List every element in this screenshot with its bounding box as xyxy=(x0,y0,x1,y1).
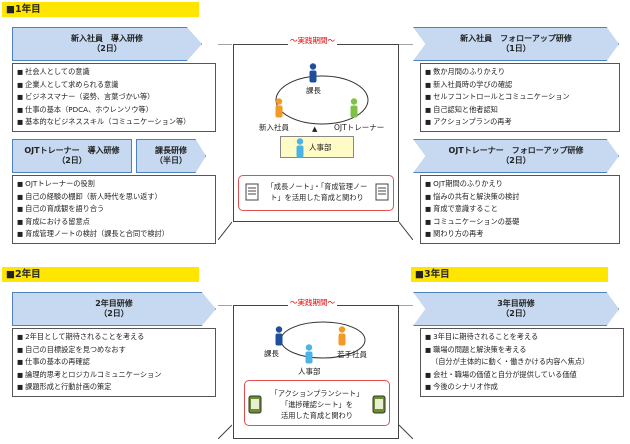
year1-followup-new-days: （1日） xyxy=(501,44,531,53)
year1-ojt-intro-days: （2日） xyxy=(57,156,87,165)
year2-right-bracket xyxy=(398,304,414,440)
year1-ojt-label: OJTトレーナー xyxy=(334,123,385,132)
year1-induction-title: 新入社員 導入研修 xyxy=(71,34,143,43)
list-item: 育成管理ノートの検討（課長と合同で検討） xyxy=(17,228,211,241)
list-item: 2年目として期待されることを考える xyxy=(17,331,211,344)
year2-training-list: 2年目として期待されることを考える 自己の目標設定を見つめなおす 仕事の基本の再… xyxy=(12,328,216,397)
year2-cycle-ring xyxy=(280,321,366,359)
year2-note-line1: 「アクションプランシート」 xyxy=(270,389,364,398)
list-item: 自己の育成観を語り合う xyxy=(17,203,211,216)
year1-induction-days: （2日） xyxy=(92,44,122,53)
year1-induction-list: 社会人としての意識 企業人として求められる意識 ビジネスマナー（姿勢、言葉づかい… xyxy=(12,63,216,132)
year2-label: ■2年目 xyxy=(2,267,199,282)
year3-training-title: 3年目研修 xyxy=(497,299,535,308)
year1-manager-title: 課長研修 xyxy=(155,146,187,155)
list-item: 新入社員時の学びの確認 xyxy=(425,79,615,92)
list-item: OJT期間のふりかえり xyxy=(425,178,615,191)
year1-manager-label: 課長 xyxy=(306,86,321,95)
list-item: 自己の経験の棚卸（新人時代を思い返す） xyxy=(17,191,211,204)
list-item: 関わり方の再考 xyxy=(425,228,615,241)
year1-manager-days: （半日） xyxy=(155,156,187,165)
year2-training-header: 2年目研修 （2日） xyxy=(12,292,216,326)
triangle-up-icon: ▲ xyxy=(312,125,318,133)
year3-label: ■3年目 xyxy=(411,267,608,282)
year1-cycle-ring xyxy=(275,75,369,125)
notebook-icon xyxy=(245,183,259,201)
year1-followup-new-header: 新入社員 フォローアップ研修 （1日） xyxy=(413,27,619,61)
year2-note-line2: 「進捗確認シート」を xyxy=(281,400,353,409)
list-item: 社会人としての意識 xyxy=(17,66,211,79)
year1-note-text: 「成長ノート」・「育成管理ノート」を活用した育成と関わり xyxy=(266,182,368,202)
year1-right-bracket xyxy=(398,43,414,241)
hr-person-icon xyxy=(296,138,304,158)
year2-note-line3: 活用した育成と関わり xyxy=(281,411,353,420)
year2-note-box xyxy=(244,380,390,426)
list-item: ビジネスマナー（姿勢、言葉づかい等） xyxy=(17,91,211,104)
year1-ojt-intro-list: OJTトレーナーの役割 自己の経験の棚卸（新人時代を思い返す） 自己の育成観を語… xyxy=(12,175,216,244)
list-item: 論理的思考とロジカルコミュニケーション xyxy=(17,369,211,382)
year2-training-title: 2年目研修 xyxy=(95,299,133,308)
list-item: 企業人として求められる意識 xyxy=(17,79,211,92)
year1-ojt-intro-header: OJTトレーナー 導入研修 （2日） xyxy=(12,139,132,173)
clipboard-icon xyxy=(248,395,262,414)
list-item: 仕事の基本（PDCA、ホウレンソウ等） xyxy=(17,104,211,117)
year1-followup-ojt-list: OJT期間のふりかえり 悩みの共有と解決策の検討 育成で意識すること コミュニケ… xyxy=(420,175,620,244)
list-item: 職場の問題と解決策を考える xyxy=(425,344,619,357)
clipboard-icon xyxy=(372,395,386,414)
list-item: 課題形成と行動計画の策定 xyxy=(17,381,211,394)
list-item: 悩みの共有と解決策の検討 xyxy=(425,191,615,204)
list-item: 自己認知と他者認知 xyxy=(425,104,615,117)
list-item: 育成で意識すること xyxy=(425,203,615,216)
list-item: 今後のシナリオ作成 xyxy=(425,381,619,394)
year1-followup-ojt-days: （2日） xyxy=(501,156,531,165)
list-item: （自分が主体的に動く・働きかける内容へ焦点） xyxy=(431,357,590,367)
year1-followup-new-title: 新入社員 フォローアップ研修 xyxy=(460,34,572,43)
bracket-left-icon xyxy=(217,43,233,241)
list-item: 基本的なビジネススキル（コミュニケーション等） xyxy=(17,116,211,129)
list-item: アクションプランの再考 xyxy=(425,116,615,129)
hr-person-icon xyxy=(305,344,313,364)
newcomer-person-icon xyxy=(275,98,283,118)
year2-young-label: 若手社員 xyxy=(337,350,367,359)
list-item: 育成における留意点 xyxy=(17,216,211,229)
year1-left-bracket xyxy=(217,43,233,241)
notebook-icon xyxy=(375,183,389,201)
year1-period-label: ～実践期間～ xyxy=(288,35,337,46)
year2-training-days: （2日） xyxy=(99,309,129,318)
year2-period-label: ～実践期間～ xyxy=(288,297,337,308)
year1-note-box xyxy=(238,175,394,211)
year1-followup-ojt-header: OJTトレーナー フォローアップ研修 （2日） xyxy=(413,139,619,173)
bracket-right-icon xyxy=(398,43,414,241)
year2-left-bracket xyxy=(217,304,233,440)
bracket-right-icon xyxy=(398,304,414,440)
year1-label: ■1年目 xyxy=(2,2,199,17)
year3-training-days: （2日） xyxy=(501,309,531,318)
year2-manager-label: 課長 xyxy=(264,349,279,358)
list-item: コミュニケーションの基礎 xyxy=(425,216,615,229)
list-item: 数か月間のふりかえり xyxy=(425,66,615,79)
year1-hr-box: 人事部 xyxy=(280,136,354,158)
year1-followup-ojt-title: OJTトレーナー フォローアップ研修 xyxy=(448,146,584,155)
list-item: OJTトレーナーの役割 xyxy=(17,178,211,191)
ojt-trainer-person-icon xyxy=(350,98,358,118)
manager-person-icon xyxy=(275,326,283,346)
manager-person-icon xyxy=(309,63,317,83)
list-item: 自己の目標設定を見つめなおす xyxy=(17,344,211,357)
year1-manager-header: 課長研修 （半日） xyxy=(136,139,206,173)
list-item: 会社・職場の価値と自分が提供している価値 xyxy=(425,369,619,382)
year1-hr-label: 人事部 xyxy=(309,143,332,152)
year3-training-header: 3年目研修 （2日） xyxy=(413,292,619,326)
bracket-left-icon xyxy=(217,304,233,440)
year1-followup-new-list: 数か月間のふりかえり 新入社員時の学びの確認 セルフコントロールとコミュニケーシ… xyxy=(420,63,620,132)
list-item: セルフコントロールとコミュニケーション xyxy=(425,91,615,104)
year1-ojt-intro-title: OJTトレーナー 導入研修 xyxy=(24,145,120,155)
list-item: 仕事の基本の再確認 xyxy=(17,356,211,369)
year1-newcomer-label: 新入社員 xyxy=(259,123,289,132)
year3-training-list: 3年目に期待されることを考える 職場の問題と解決策を考える （自分が主体的に動く… xyxy=(420,328,624,397)
list-item: 3年目に期待されることを考える xyxy=(425,331,619,344)
year1-induction-header: 新入社員 導入研修 （2日） xyxy=(12,27,202,61)
year2-hr-label: 人事部 xyxy=(298,367,321,376)
young-employee-person-icon xyxy=(338,326,346,346)
